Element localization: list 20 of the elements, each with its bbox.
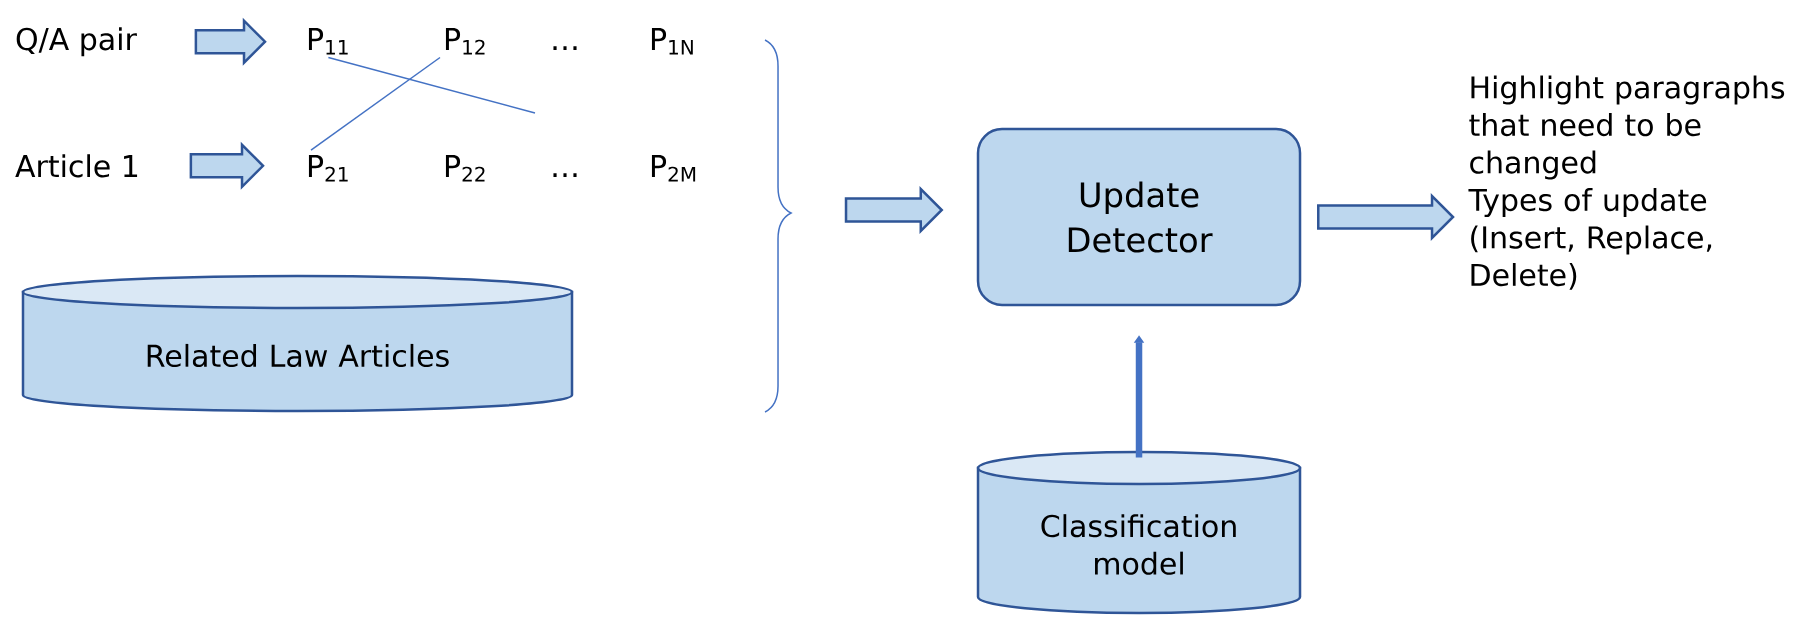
database-cylinder: Related Law Articles	[21, 274, 574, 413]
paragraph-label: P$_{2M}$	[651, 155, 696, 182]
ellipsis-text: …	[553, 46, 577, 50]
paragraph-label: P$_{22}$	[445, 155, 485, 182]
input-label: Q/A pair	[16, 27, 137, 57]
connector-line	[327, 56, 536, 114]
paragraph-label: P$_{11}$	[308, 28, 348, 55]
block-arrow	[189, 141, 265, 190]
connector-line	[310, 56, 441, 151]
paragraph-label: P$_{1N}$	[651, 28, 693, 55]
block-arrow	[194, 17, 267, 66]
block-arrow	[1317, 193, 1455, 241]
paragraph-label: P$_{21}$	[308, 155, 348, 182]
block-arrow	[844, 186, 944, 234]
input-label: Article 1	[15, 154, 138, 178]
paragraph-label: P$_{12}$	[445, 28, 485, 55]
process-box: Update Detector	[976, 127, 1302, 307]
database-cylinder: Classification model	[976, 450, 1302, 615]
output-text: Highlight paragraphs that need to be changed Types of update (Insert, Replace, Delete)	[1468, 75, 1785, 290]
ellipsis-text: …	[553, 173, 577, 177]
